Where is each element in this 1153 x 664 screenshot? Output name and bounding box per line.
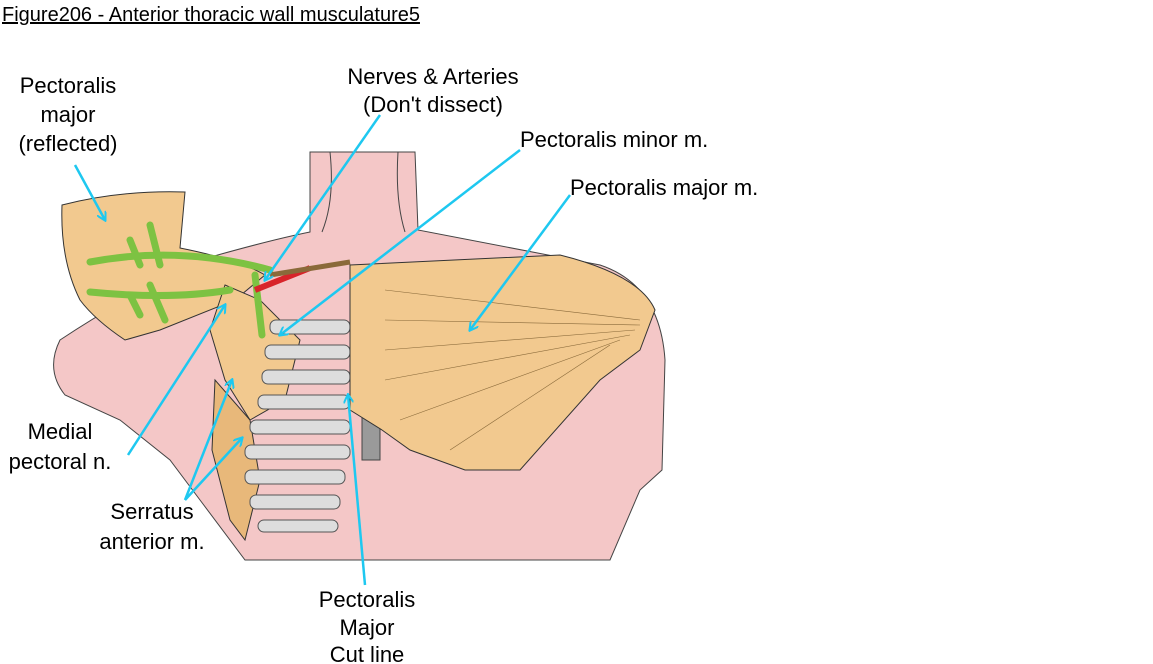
neck-outline [321, 151, 406, 233]
muscle-fibres [384, 289, 641, 451]
vessels-bundle [269, 259, 351, 278]
ribs [244, 319, 351, 533]
nerves [86, 221, 274, 339]
arrow-pm-reflected [73, 164, 105, 220]
pectoralis-major-right [349, 254, 656, 471]
label-serratus-2: anterior m. [99, 529, 204, 554]
pointer-arrows [73, 114, 572, 586]
arrow-cutline [348, 395, 367, 586]
label-pm-reflected-2: major [40, 102, 95, 127]
arrow-nerves [265, 114, 382, 280]
label-medial-2: pectoral n. [9, 449, 112, 474]
arrow-pmajor [470, 194, 572, 330]
label-pm-reflected-3: (reflected) [18, 131, 117, 156]
label-nerves-2: (Don't dissect) [363, 92, 503, 117]
arrow-serratus-2 [184, 438, 242, 501]
label-pmajor: Pectoralis major m. [570, 175, 758, 200]
arrow-serratus-1 [183, 380, 232, 501]
label-nerves-1: Nerves & Arteries [347, 64, 518, 89]
serratus-anterior [211, 378, 261, 542]
label-cutline-1: Pectoralis [319, 587, 416, 612]
arrow-medial [126, 305, 225, 456]
label-cutline-3: Cut line [330, 642, 405, 664]
label-pm-reflected-1: Pectoralis [20, 73, 117, 98]
label-cutline-2: Major [339, 615, 394, 640]
arrow-pminor [280, 149, 521, 335]
label-serratus-1: Serratus [110, 499, 193, 524]
label-medial-1: Medial [28, 419, 93, 444]
figure-title: Figure206 - Anterior thoracic wall muscu… [2, 4, 420, 26]
label-pminor: Pectoralis minor m. [520, 127, 708, 152]
